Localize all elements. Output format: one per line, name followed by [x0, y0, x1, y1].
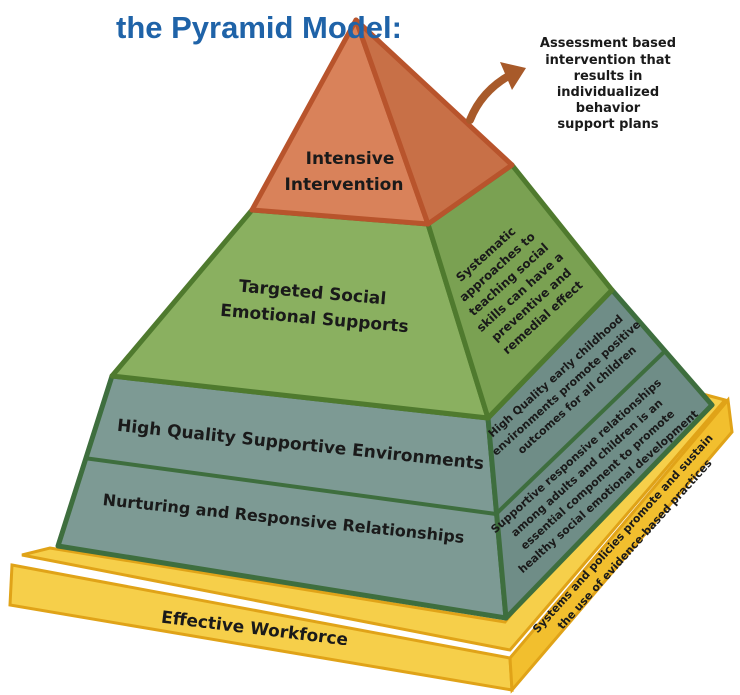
intensive-line: Intensive: [306, 149, 395, 169]
apex-side-face: [353, 17, 515, 227]
annotation-line: results in: [574, 69, 643, 84]
annotation-line: support plans: [557, 117, 658, 132]
annotation-line: individualized: [557, 85, 659, 100]
arrow-head: [500, 62, 526, 90]
base-side-face: [508, 396, 734, 694]
arrow-shaft: [466, 70, 516, 124]
base-platform: [8, 390, 734, 694]
arrow-to-annotation: [466, 62, 526, 124]
annotation-line: Assessment based: [540, 36, 676, 51]
teal-front-divider: [83, 456, 497, 516]
tier-middle: [109, 162, 615, 421]
page-heading: the Pyramid Model:: [116, 10, 402, 45]
tier-lower: [55, 287, 715, 621]
annotation-text: Assessment based intervention that resul…: [540, 36, 676, 132]
tier-apex: [249, 17, 515, 227]
targeted-side-text: Systematic approaches to teaching social…: [453, 224, 585, 357]
annotation-line: behavior: [576, 101, 641, 116]
intensive-label: Intensive Intervention: [285, 149, 404, 195]
annotation-line: intervention that: [545, 53, 671, 68]
teal-side-divider: [494, 350, 666, 516]
intensive-line: Intervention: [285, 175, 404, 195]
